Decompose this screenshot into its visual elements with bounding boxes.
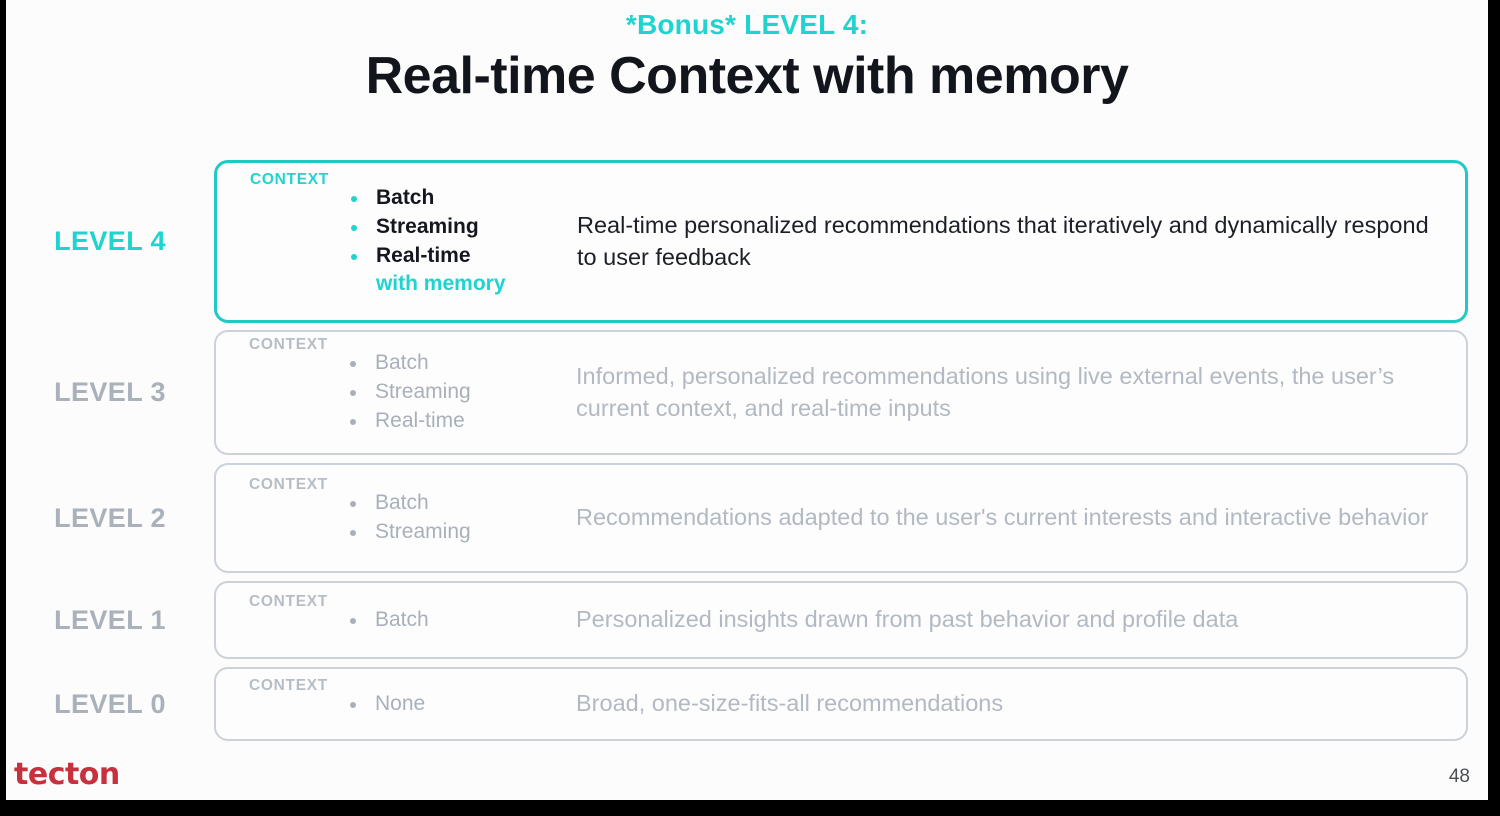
tecton-logo: tecton (14, 757, 120, 792)
context-column-2: CONTEXT Batch Streaming (216, 473, 576, 563)
context-bullets-0: None (346, 690, 425, 719)
context-label-3: CONTEXT (249, 336, 328, 354)
page-title: Real-time Context with memory (365, 46, 1129, 105)
level-card-4: CONTEXT Batch Streaming Real-time with m… (214, 160, 1468, 323)
list-item: Batch (347, 184, 506, 213)
level-label-2: LEVEL 2 (54, 502, 166, 533)
context-bullets-1: Batch (346, 606, 429, 635)
level-label-4: LEVEL 4 (54, 226, 166, 256)
context-column-3: CONTEXT Batch Streaming Real-time (216, 333, 576, 451)
list-item: Real-time (347, 242, 506, 271)
list-item: None (346, 690, 425, 719)
level-label-3: LEVEL 3 (54, 377, 166, 407)
list-item: Batch (346, 606, 429, 635)
level-description-4: Real-time personalized recommendations t… (577, 212, 1429, 270)
context-column-0: CONTEXT None (216, 674, 576, 735)
level-card-2: CONTEXT Batch Streaming Recommendations … (214, 463, 1468, 573)
slide-eyebrow: *Bonus* LEVEL 4: (625, 9, 869, 40)
level-row-4: LEVEL 4 CONTEXT Batch Streaming Real-tim… (6, 160, 1488, 323)
level-label-1: LEVEL 1 (54, 604, 166, 635)
level-row-2: LEVEL 2 CONTEXT Batch Streaming Recommen… (6, 463, 1488, 573)
slide-canvas: *Bonus* LEVEL 4: Real-time Context with … (6, 0, 1488, 800)
memory-note: with memory (375, 272, 506, 296)
list-item: Batch (346, 349, 471, 378)
list-item: Streaming (346, 518, 471, 547)
context-column-1: CONTEXT Batch (216, 590, 576, 651)
level-description-3: Informed, personalized recommendations u… (576, 363, 1395, 421)
level-card-1: CONTEXT Batch Personalized insights draw… (214, 581, 1468, 659)
level-row-0: LEVEL 0 CONTEXT None Broad, one-size-fit… (6, 667, 1488, 741)
context-label-4: CONTEXT (250, 170, 329, 188)
context-column-4: CONTEXT Batch Streaming Real-time with m… (217, 168, 577, 315)
level-label-0: LEVEL 0 (54, 688, 166, 719)
context-label-2: CONTEXT (249, 476, 328, 494)
level-row-3: LEVEL 3 CONTEXT Batch Streaming Real-tim… (6, 330, 1488, 455)
level-card-0: CONTEXT None Broad, one-size-fits-all re… (214, 667, 1468, 741)
context-bullets-4: Batch Streaming Real-time with memory (347, 184, 506, 299)
level-description-0: Broad, one-size-fits-all recommendations (576, 690, 1004, 717)
context-label-1: CONTEXT (249, 592, 328, 610)
level-description-1: Personalized insights drawn from past be… (576, 606, 1239, 633)
context-bullets-2: Batch Streaming (346, 489, 471, 547)
level-card-3: CONTEXT Batch Streaming Real-time Inform… (214, 330, 1468, 455)
list-item: Real-time (346, 407, 471, 436)
list-item: Batch (346, 489, 471, 518)
list-item: Streaming (346, 378, 471, 407)
list-item: Streaming (347, 213, 506, 242)
level-row-1: LEVEL 1 CONTEXT Batch Personalized insig… (6, 581, 1488, 659)
context-label-0: CONTEXT (249, 676, 328, 694)
title-block: *Bonus* LEVEL 4: Real-time Context with … (6, 9, 1488, 107)
context-bullets-3: Batch Streaming Real-time (346, 349, 471, 435)
page-number: 48 (1448, 766, 1470, 787)
level-description-2: Recommendations adapted to the user's cu… (576, 504, 1429, 531)
